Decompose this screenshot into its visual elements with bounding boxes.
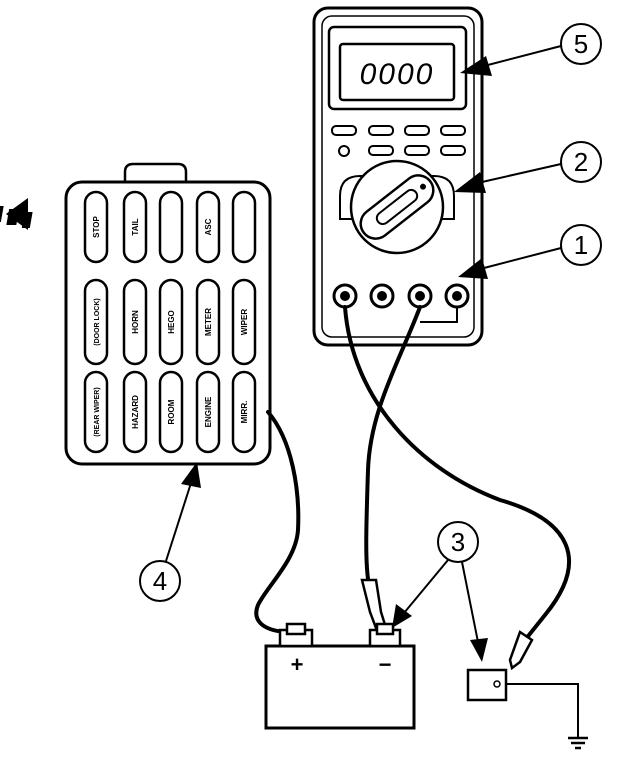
meter-button[interactable] — [440, 125, 466, 136]
fuse-slot[interactable]: HEGO — [158, 278, 184, 366]
lcd-screen — [338, 42, 456, 102]
svg-text:3: 3 — [451, 527, 465, 557]
fuse-label: (DOOR LOCK) — [94, 298, 101, 345]
multimeter: 0000 — [312, 6, 484, 347]
ground-wire — [506, 683, 579, 738]
jack-3[interactable] — [407, 283, 433, 309]
multimeter-inner-bezel — [321, 15, 475, 338]
callout-3: 3 — [392, 521, 488, 662]
callout-4: 4 — [139, 462, 201, 602]
meter-button[interactable] — [404, 145, 430, 156]
fuse-slot[interactable]: WIPER — [231, 278, 257, 366]
fuse-slot[interactable]: STOP — [83, 190, 109, 264]
negative-probe-tip — [360, 578, 388, 630]
fuse-slot[interactable]: METER — [195, 278, 221, 366]
callout-5: 5 — [460, 23, 602, 76]
ground-test-lead — [343, 305, 572, 642]
fuse-label: ENGINE — [204, 396, 213, 427]
input-jacks — [332, 283, 470, 323]
fuse-slot[interactable]: HAZARD — [122, 370, 148, 454]
function-buttons-row-1 — [331, 125, 466, 136]
fuse-slot[interactable] — [231, 190, 257, 264]
jack-bridge-line — [420, 307, 458, 323]
fuse-label: STOP — [92, 216, 101, 238]
callout-2: 2 — [454, 141, 602, 193]
fuse-slot[interactable]: ENGINE — [195, 370, 221, 454]
fuse-grid: STOP TAIL ASC (DOOR LOCK) HORN HEGO METER WIPER… — [83, 190, 257, 454]
fuse-label: ASC — [204, 218, 213, 235]
rotary-switch[interactable] — [339, 159, 455, 255]
fuse-label: ROOM — [167, 399, 176, 424]
fuse-box: STOP TAIL ASC (DOOR LOCK) HORN HEGO METER WIPER… — [64, 162, 272, 466]
negative-test-lead — [364, 305, 422, 587]
svg-text:2: 2 — [574, 147, 588, 177]
fuse-slot[interactable]: (REAR WIPER) — [83, 370, 109, 454]
fuse-label: TAIL — [131, 218, 140, 235]
svg-text:5: 5 — [574, 29, 588, 59]
probe-tips — [360, 578, 534, 671]
jack-4[interactable] — [444, 283, 470, 309]
fuse-slot[interactable]: (DOOR LOCK) — [83, 278, 109, 366]
battery: + − — [264, 622, 416, 730]
test-leads — [343, 305, 572, 642]
svg-text:4: 4 — [153, 566, 167, 596]
negative-sign: − — [379, 652, 392, 677]
fuse-label: HEGO — [167, 310, 176, 334]
lcd-reading: 0000 — [360, 58, 435, 91]
ground-probe-tip — [508, 630, 534, 671]
meter-button[interactable] — [404, 125, 430, 136]
fuse-to-battery-wire — [254, 410, 301, 634]
fuse-box-tab — [123, 162, 188, 182]
positive-terminal — [278, 622, 314, 648]
fuse-label: WIPER — [240, 309, 249, 335]
battery-case — [264, 644, 416, 730]
fuse-label: MIRR. — [240, 401, 249, 424]
fuse-label: (REAR WIPER) — [94, 387, 101, 436]
fuse-label: METER — [204, 308, 213, 336]
fuse-slot[interactable]: TAIL — [122, 190, 148, 264]
direction-arrow-icon — [0, 198, 33, 230]
meter-button[interactable] — [331, 125, 357, 136]
fuse-slot[interactable]: MIRR. — [231, 370, 257, 454]
positive-sign: + — [291, 652, 304, 677]
fuse-label: HAZARD — [131, 395, 140, 429]
jack-1[interactable] — [332, 283, 358, 309]
meter-button[interactable] — [440, 145, 466, 156]
ground-symbol-icon — [568, 736, 588, 750]
fuse-slot[interactable] — [158, 190, 184, 264]
fuse-slot[interactable]: HORN — [122, 278, 148, 366]
ground-point — [466, 668, 588, 750]
meter-button[interactable] — [368, 145, 394, 156]
fuse-slot[interactable]: ROOM — [158, 370, 184, 454]
fuse-label: HORN — [131, 310, 140, 334]
power-button[interactable] — [338, 145, 350, 157]
callout-1: 1 — [458, 224, 602, 279]
rotary-knob[interactable] — [355, 169, 440, 244]
negative-terminal — [368, 622, 402, 648]
function-buttons-row-2 — [338, 145, 466, 157]
meter-button[interactable] — [368, 125, 394, 136]
fuse-slot[interactable]: ASC — [195, 190, 221, 264]
svg-text:1: 1 — [574, 230, 588, 260]
jack-2[interactable] — [369, 283, 395, 309]
